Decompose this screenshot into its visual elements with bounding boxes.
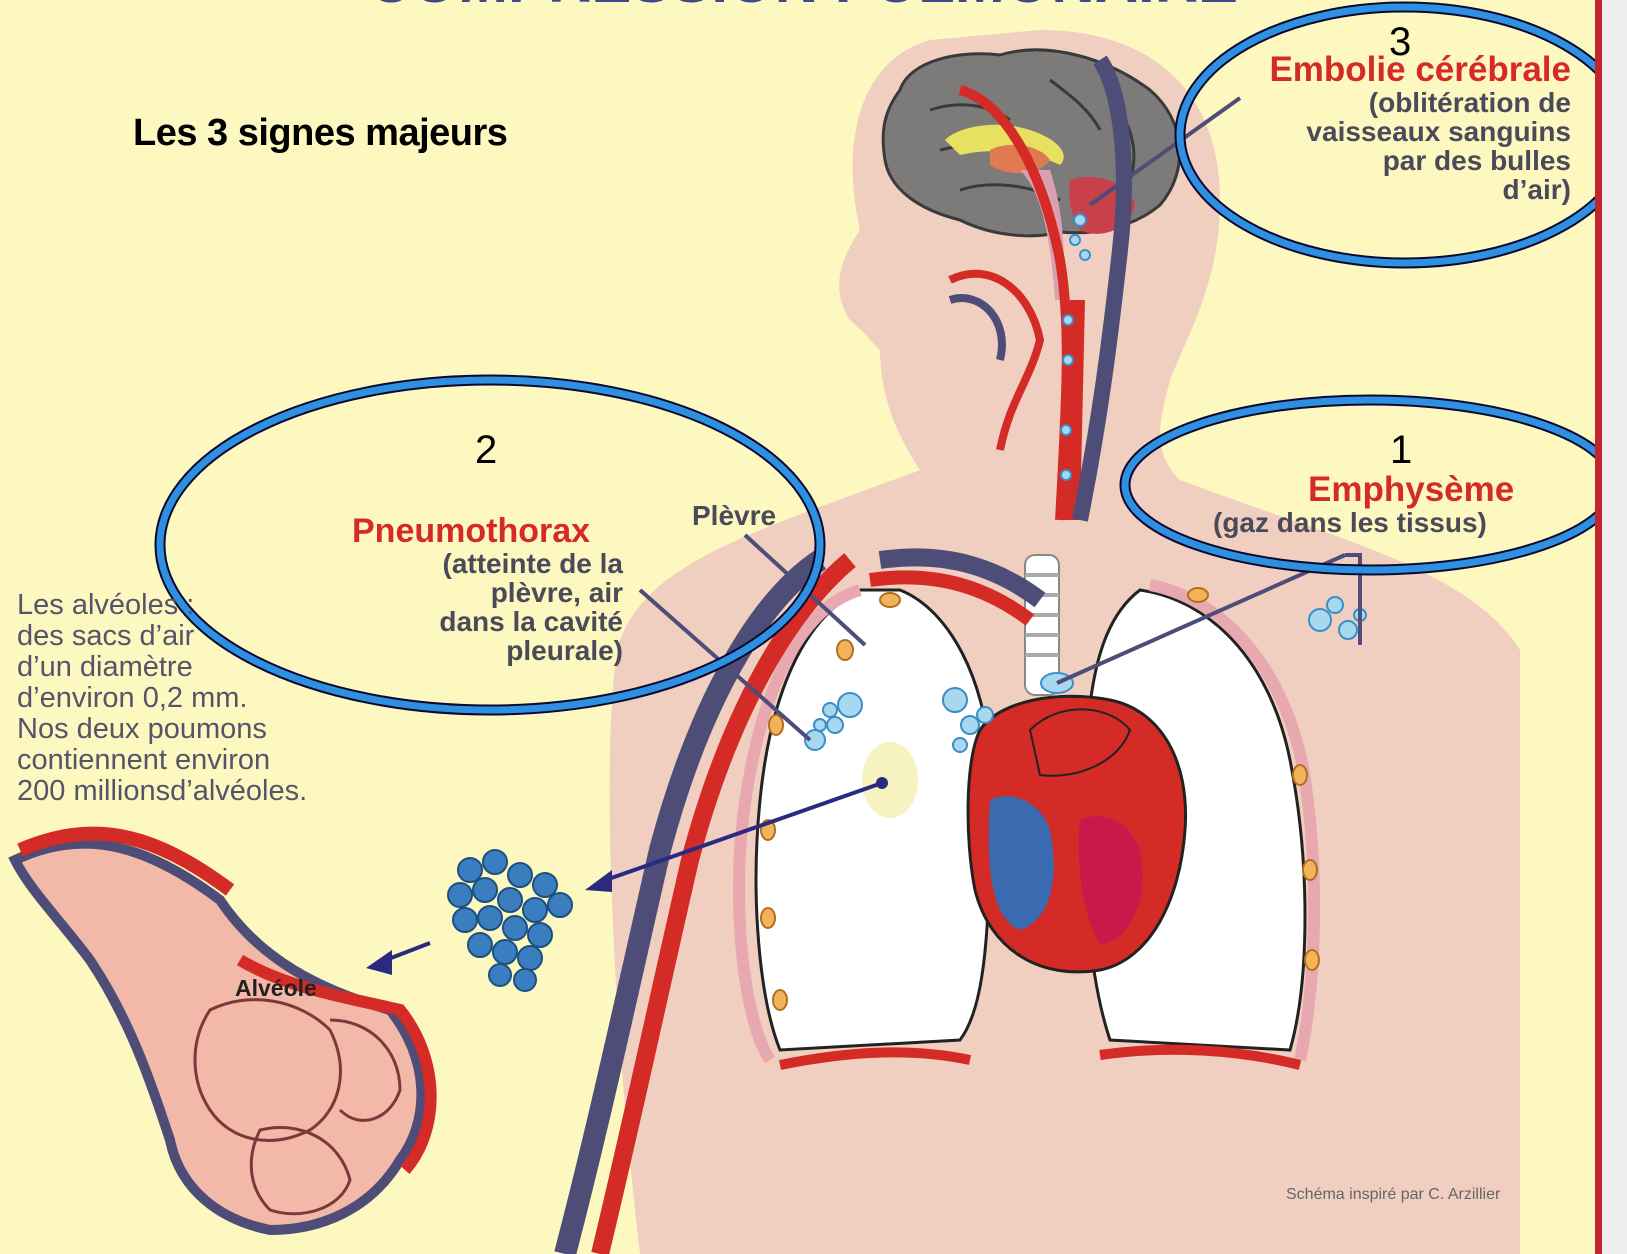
heart	[968, 696, 1186, 972]
alveolus-cluster	[448, 850, 572, 991]
title-partial: COMPRESSION PULMONAIRE	[368, 0, 1238, 15]
callout-detail-embolie: (oblitération de vaisseaux sanguins par …	[1306, 88, 1571, 204]
lung-focus-dot	[876, 777, 888, 789]
arrow-to-cluster	[585, 870, 612, 892]
callout-title-embolie: Embolie cérébrale	[1269, 50, 1571, 90]
callout-title-emphyseme: Emphysème	[1308, 470, 1514, 510]
alveolus-detail	[15, 834, 431, 1230]
frame-border	[1595, 0, 1602, 1254]
credit-text: Schéma inspiré par C. Arzillier	[1286, 1186, 1500, 1204]
callout-detail-emphyseme: (gaz dans les tissus)	[1213, 507, 1487, 539]
callout-detail-pneumothorax: (atteinte de la plèvre, air dans la cavi…	[439, 549, 623, 665]
callout-number-1: 1	[1390, 428, 1412, 473]
callout-number-2: 2	[475, 428, 497, 473]
page-margin	[1602, 0, 1627, 1254]
alveoli-info-text: Les alvéoles : des sacs d’air d’un diamè…	[17, 590, 307, 807]
main-heading: Les 3 signes majeurs	[133, 112, 507, 155]
label-alveole: Alvéole	[235, 975, 317, 1002]
label-plevre: Plèvre	[692, 500, 776, 532]
callout-title-pneumothorax: Pneumothorax	[352, 512, 590, 551]
arrow-to-alveolus	[366, 950, 392, 975]
